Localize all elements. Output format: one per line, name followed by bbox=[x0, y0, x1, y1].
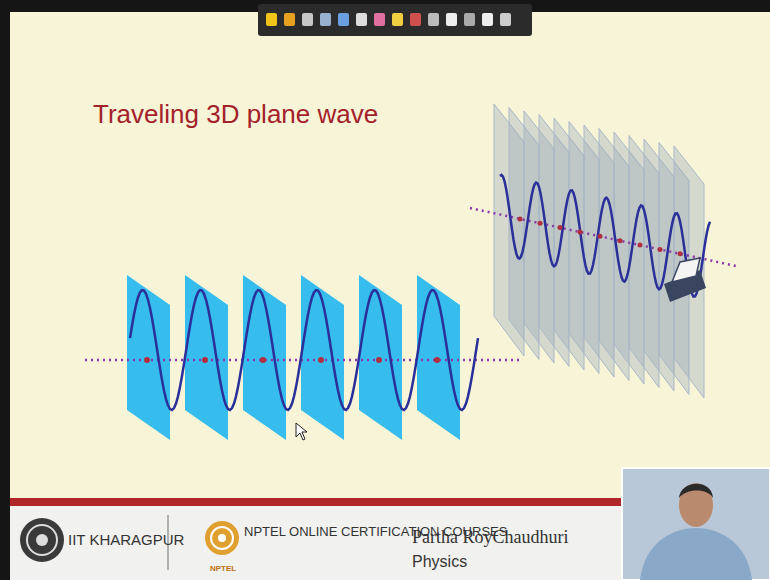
logo-caption: NPTEL bbox=[210, 564, 236, 573]
plane-wave-side-view bbox=[85, 275, 522, 440]
lecturer-name: Partha RoyChaudhuri bbox=[412, 527, 568, 548]
toolbar-icons bbox=[266, 13, 511, 26]
iit-logo bbox=[20, 518, 64, 562]
toolbar bbox=[258, 4, 532, 36]
mouse-pointer bbox=[296, 423, 307, 440]
speaker-video bbox=[622, 468, 770, 580]
nptel-logo bbox=[205, 521, 239, 555]
slide-title: Traveling 3D plane wave bbox=[93, 100, 378, 130]
plane-wave-3d-view bbox=[470, 104, 736, 398]
slide-ground bbox=[10, 12, 770, 502]
institute-name: IIT KHARAGPUR bbox=[68, 531, 184, 548]
subject-name: Physics bbox=[412, 553, 467, 571]
